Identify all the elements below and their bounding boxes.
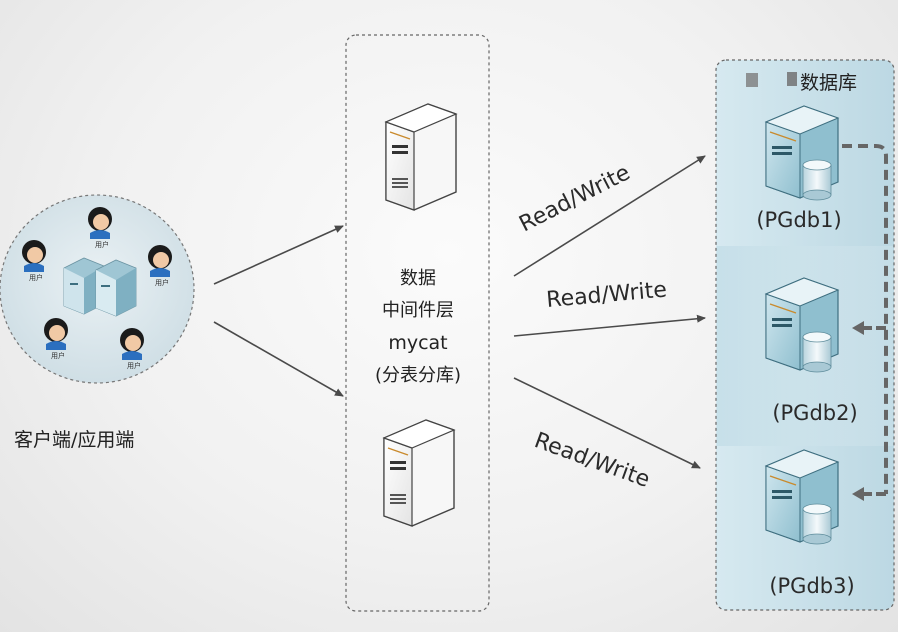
arrow-middleware-to-db3 — [513, 377, 701, 469]
title-marker — [746, 73, 758, 87]
database-group: 数据库 (PGdb1) — [715, 59, 895, 611]
middleware-line1: 数据 — [400, 268, 436, 289]
user-icon: 用户 — [44, 318, 68, 360]
db-label-1: (PGdb1) — [756, 208, 841, 232]
arrow-client-to-middleware-top — [213, 225, 344, 285]
middleware-box — [345, 34, 490, 612]
client-group: 用户 用户 用户 用户 用户 — [0, 194, 195, 451]
database-cylinder-icon — [802, 159, 832, 201]
middleware-line2: 中间件层 — [382, 300, 454, 321]
read-write-label-2: Read/Write — [545, 278, 668, 313]
middleware-server-icon — [382, 419, 456, 527]
user-tag: 用户 — [29, 273, 43, 282]
client-label: 客户端/应用端 — [14, 429, 134, 451]
middleware-group: 数据 中间件层 mycat (分表分库) — [345, 34, 490, 612]
user-tag: 用户 — [51, 351, 65, 360]
read-write-label-3: Read/Write — [531, 428, 653, 493]
middleware-line4: (分表分库) — [375, 365, 461, 386]
user-tag: 用户 — [95, 240, 109, 249]
db-server-icon — [764, 277, 840, 373]
user-icon: 用户 — [120, 328, 144, 370]
client-server-icon — [63, 257, 137, 317]
db-server-icon — [764, 105, 840, 201]
user-icon: 用户 — [22, 240, 46, 282]
title-marker — [787, 72, 797, 86]
arrow-client-to-middleware-bottom — [213, 321, 344, 397]
user-icon: 用户 — [88, 207, 112, 249]
arrow-middleware-to-db2 — [513, 314, 706, 337]
user-tag: 用户 — [127, 361, 141, 370]
middleware-line3: mycat — [388, 332, 447, 354]
db-server-icon — [764, 449, 840, 545]
replication-connector — [842, 144, 888, 494]
database-cylinder-icon — [802, 331, 832, 373]
user-icon: 用户 — [148, 245, 172, 287]
database-cylinder-icon — [802, 503, 832, 545]
arrow-middleware-to-db1 — [513, 155, 706, 277]
read-write-label-1: Read/Write — [515, 160, 634, 237]
db-label-2: (PGdb2) — [772, 401, 857, 425]
middleware-server-icon — [384, 103, 458, 211]
user-tag: 用户 — [155, 278, 169, 287]
db-label-3: (PGdb3) — [769, 574, 854, 598]
database-title: 数据库 — [800, 72, 857, 94]
